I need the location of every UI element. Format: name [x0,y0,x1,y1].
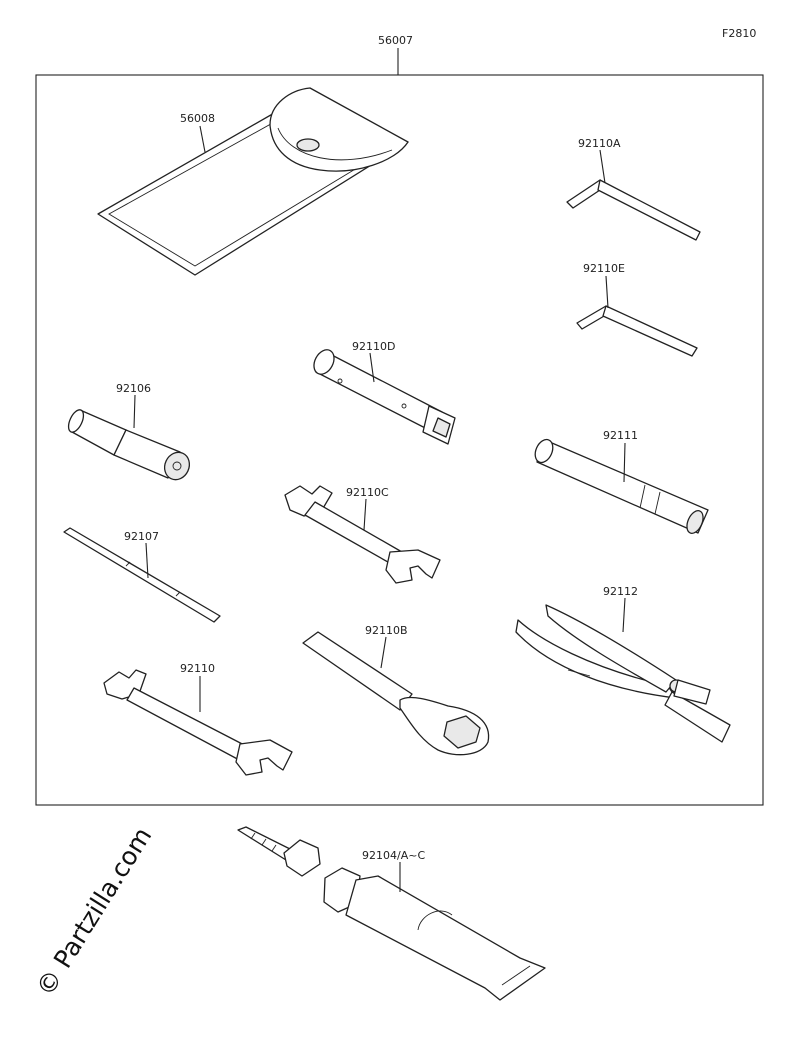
leader-screwdriver [145,542,149,579]
pliers [515,604,731,743]
wrench [103,669,293,776]
leader-bag [199,125,206,153]
watermark: © Partzilla.com [30,822,157,1001]
hex-key-e [576,305,698,357]
wrench-b [302,631,490,756]
label-pliers[interactable]: 92112 [603,585,638,598]
leader-wrench-b [380,636,387,669]
leader-pliers [622,597,626,633]
leader-wrench-c [363,498,367,531]
plug-socket [67,409,191,481]
label-wrench-c[interactable]: 92110C [346,486,389,499]
leader-plug-socket [133,394,136,429]
hex-key-a [566,179,701,241]
label-hex-key-e[interactable]: 92110E [583,262,625,275]
figure-code: F2810 [722,27,756,40]
leader-box-wrench [369,352,375,383]
label-screwdriver[interactable]: 92107 [124,530,159,543]
kit-frame [35,74,764,806]
box-wrench [313,349,456,445]
label-bag[interactable]: 56008 [180,112,215,125]
wrench-c [284,485,441,584]
tool-bag [97,87,409,276]
label-handle-bar[interactable]: 92111 [603,429,638,442]
screwdriver [63,527,221,623]
label-hex-key-a[interactable]: 92110A [578,137,621,150]
label-kit[interactable]: 56007 [378,34,413,47]
leader-hex-key-e [605,275,609,309]
leader-hex-key-a [599,149,606,184]
label-box-wrench[interactable]: 92110D [352,340,395,353]
label-plug-socket[interactable]: 92106 [116,382,151,395]
grease-tube [237,826,546,1001]
handle-bar [534,438,709,534]
leader-handle-bar [623,442,626,483]
label-wrench[interactable]: 92110 [180,662,215,675]
label-grease-tube[interactable]: 92104/A~C [362,849,425,862]
label-wrench-b[interactable]: 92110B [365,624,408,637]
